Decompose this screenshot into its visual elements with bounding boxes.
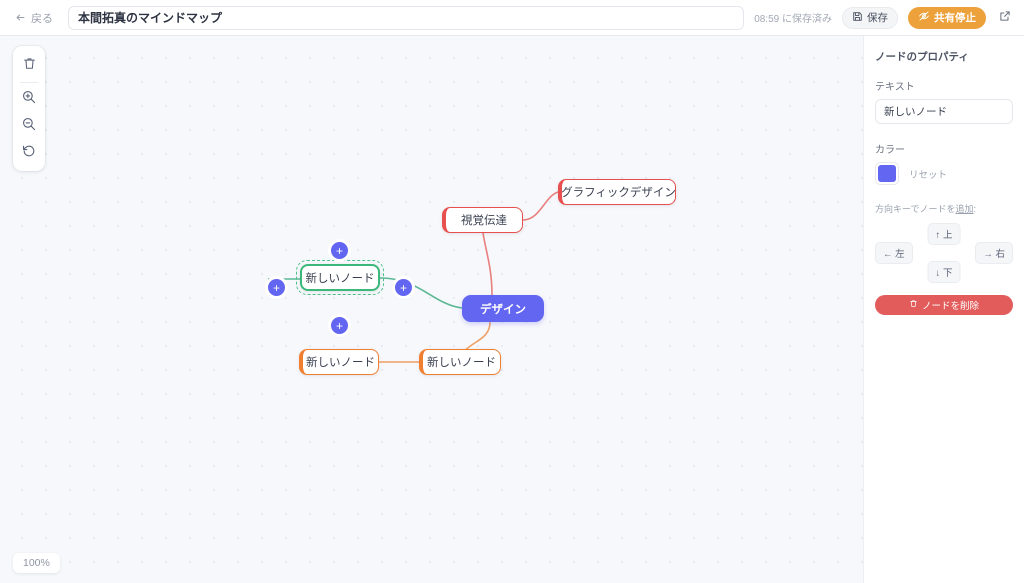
direction-hint-link[interactable]: 追加: [955, 204, 974, 214]
add-node-bottom[interactable]: +: [331, 317, 348, 334]
reset-view-button[interactable]: [16, 140, 42, 167]
node-text-input[interactable]: [875, 99, 1013, 124]
mindmap-node[interactable]: 視覚伝達: [442, 207, 523, 233]
delete-node-button[interactable]: ノードを削除: [875, 295, 1013, 315]
add-node-top[interactable]: +: [331, 242, 348, 259]
open-external-button[interactable]: [996, 6, 1014, 30]
mindmap-canvas[interactable]: デザイン視覚伝達グラフィックデザイン新しいノード新しいノード新しいノード++++…: [0, 36, 863, 583]
add-node-right[interactable]: +: [395, 279, 412, 296]
color-reset-link[interactable]: リセット: [909, 169, 948, 181]
add-node-up-button[interactable]: ↑ 上: [927, 223, 961, 245]
add-node-left-button[interactable]: ← 左: [875, 242, 913, 264]
mindmap-title-input[interactable]: [68, 5, 745, 30]
color-row: リセット: [875, 162, 1013, 185]
mindmap-node[interactable]: 新しいノード: [419, 349, 501, 375]
edge-layer: [268, 191, 559, 363]
rotate-left-icon: [21, 143, 37, 164]
mindmap-node-label: グラフィックデザイン: [561, 187, 676, 199]
mindmap-node-label: デザイン: [480, 303, 526, 316]
stop-sharing-button[interactable]: 共有停止: [908, 6, 986, 29]
color-field-label: カラー: [875, 145, 905, 156]
direction-hint-pre: 方向キーでノードを: [875, 204, 956, 214]
mindmap-node[interactable]: 新しいノード: [300, 264, 380, 291]
add-node-right-button[interactable]: → 右: [975, 242, 1013, 264]
color-swatch-button[interactable]: [875, 162, 899, 185]
mindmap-node-label: 新しいノード: [305, 272, 375, 285]
mindmap-node[interactable]: グラフィックデザイン: [558, 179, 676, 205]
eye-off-icon: [918, 10, 930, 25]
mindmap-node-label: 視覚伝達: [461, 215, 507, 227]
delete-node-label: ノードを削除: [921, 301, 979, 312]
canvas-toolbar: [13, 46, 45, 171]
direction-hint-post: :: [973, 204, 976, 214]
external-link-icon: [999, 9, 1011, 27]
app-body: デザイン視覚伝達グラフィックデザイン新しいノード新しいノード新しいノード++++…: [0, 36, 1024, 583]
toolbar-divider: [20, 82, 38, 83]
zoom-out-icon: [21, 116, 37, 137]
floppy-disk-icon: [852, 11, 863, 25]
back-button-label: 戻る: [31, 12, 53, 25]
zoom-level-badge[interactable]: 100%: [13, 553, 60, 573]
panel-title: ノードのプロパティ: [875, 51, 969, 63]
mindmap-node-label: 新しいノード: [427, 357, 496, 369]
zoom-in-button[interactable]: [16, 86, 42, 113]
direction-hint: 方向キーでノードを追加:: [875, 202, 1013, 215]
mindmap-node-label: 新しいノード: [306, 357, 375, 369]
add-node-down-button[interactable]: ↓ 下: [927, 261, 961, 283]
text-field-label: テキスト: [875, 82, 915, 93]
mindmap-node[interactable]: 新しいノード: [299, 349, 379, 375]
zoom-out-button[interactable]: [16, 113, 42, 140]
trash-icon: [909, 299, 918, 311]
back-button[interactable]: 戻る: [10, 7, 58, 29]
direction-pad: ↑ 上 ← 左 → 右 ↓ 下: [875, 223, 1013, 283]
saved-status: 08:59 に保存済み: [754, 14, 832, 25]
mindmap-node[interactable]: デザイン: [462, 295, 544, 322]
add-node-left[interactable]: +: [268, 279, 285, 296]
zoom-in-icon: [21, 89, 37, 110]
app-header: 戻る 08:59 に保存済み 保存 共有停止: [0, 0, 1024, 36]
save-button[interactable]: 保存: [842, 6, 898, 29]
arrow-left-icon: [15, 12, 26, 23]
node-properties-panel: ノードのプロパティ テキスト カラー リセット 方向キーでノードを追加: ↑ 上…: [863, 36, 1024, 583]
trash-icon: [22, 56, 37, 76]
delete-tool-button[interactable]: [16, 52, 42, 79]
stop-sharing-label: 共有停止: [934, 12, 976, 24]
color-swatch: [878, 165, 896, 182]
save-button-label: 保存: [867, 12, 888, 24]
